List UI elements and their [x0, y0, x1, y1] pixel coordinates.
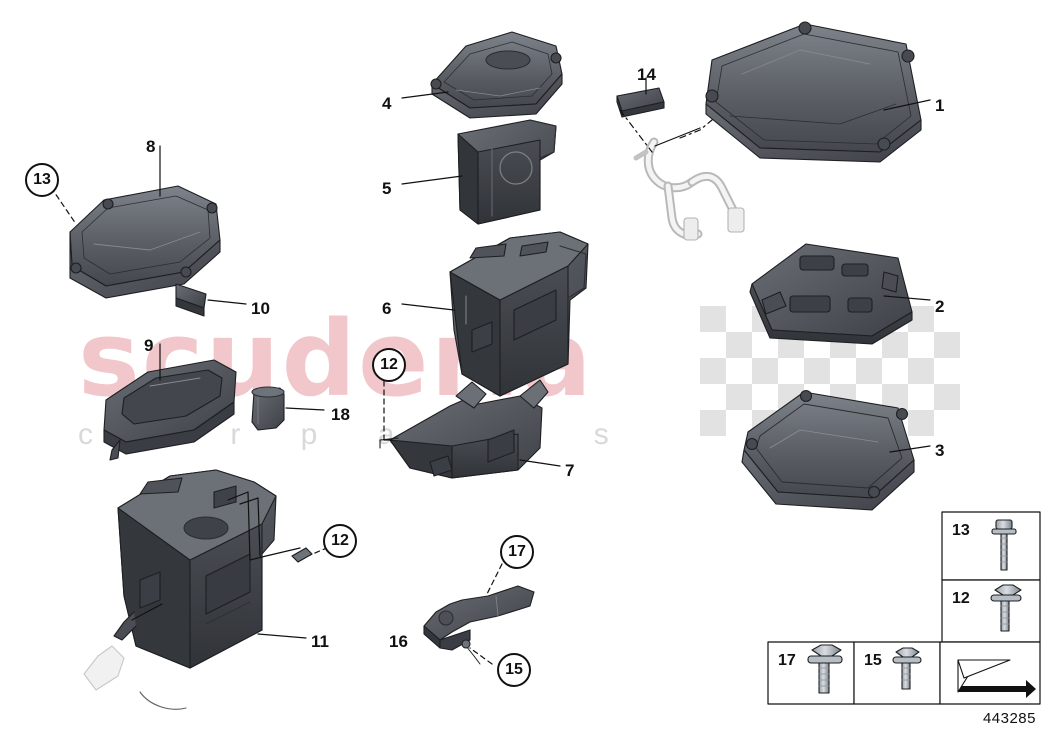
part-10-clip	[175, 283, 207, 317]
small-flange-bolt-icon	[892, 647, 922, 690]
callout-10-clip: 10	[251, 299, 270, 318]
legend-item-12-number: 12	[952, 590, 970, 607]
part-18-cap	[251, 386, 285, 431]
callout-6-box-body: 6	[382, 299, 392, 318]
callout-12-screw-ref-a: 12	[372, 348, 406, 382]
part-3-housing	[741, 389, 915, 511]
corner-arrow-icon	[957, 659, 1036, 698]
part-11-housing	[83, 469, 277, 710]
callout-15-screw-ref: 15	[497, 653, 531, 687]
callout-3-housing-lower: 3	[935, 441, 945, 460]
part-9-cover-strip	[103, 359, 237, 461]
callout-1-cover-top: 1	[935, 96, 945, 115]
callout-2-bracket-plate: 2	[935, 297, 945, 316]
callout-8-cover-small: 8	[146, 137, 156, 156]
legend-item-17-number: 17	[778, 652, 796, 669]
callout-12-screw-ref-b: 12	[323, 524, 357, 558]
legend-item-13-number: 13	[952, 522, 970, 539]
part-14-retainer	[616, 87, 665, 118]
hex-bolt-long-icon	[991, 519, 1017, 571]
flange-bolt-icon	[990, 584, 1022, 632]
legend-box	[767, 511, 1041, 705]
legend-item-15-number: 15	[864, 652, 882, 669]
callout-18-cap: 18	[331, 405, 350, 424]
callout-11-housing: 11	[311, 632, 329, 651]
part-8-cover	[69, 185, 221, 299]
callout-4-cover: 4	[382, 94, 392, 113]
callout-5-insert: 5	[382, 179, 392, 198]
callout-13-screw-ref: 13	[25, 163, 59, 197]
part-4-cover	[430, 31, 563, 119]
part-1-cover	[705, 21, 922, 163]
diagram-part-number: 443285	[982, 710, 1036, 727]
part-2-plate	[749, 243, 913, 345]
part-5-insert	[457, 119, 557, 225]
callout-9-cover-strip: 9	[144, 336, 154, 355]
part-16-bracket	[423, 585, 535, 665]
part-6-box-body	[449, 231, 589, 397]
callout-7-bracket: 7	[565, 461, 575, 480]
hex-flange-bolt-icon	[807, 644, 843, 694]
callout-17-screw-ref: 17	[500, 535, 534, 569]
callout-16-bracket-small: 16	[389, 632, 408, 651]
part-7-bracket	[379, 379, 549, 479]
hose-assembly	[633, 137, 745, 241]
callout-14-retainer: 14	[637, 65, 656, 84]
